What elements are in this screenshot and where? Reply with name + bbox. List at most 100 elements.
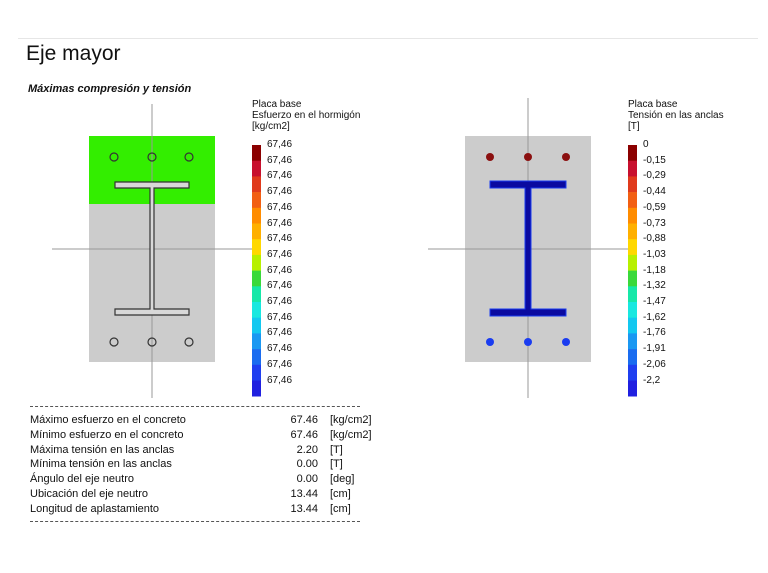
color-scale-swatch: [252, 333, 261, 350]
legend-value: -1,03: [643, 248, 666, 260]
color-scale-swatch: [252, 317, 261, 334]
anchor-bolt-tension: [486, 153, 494, 161]
anchor-bolt: [147, 337, 157, 347]
right-plate-group: [428, 98, 628, 398]
legend-value: -0,15: [643, 154, 666, 166]
anchor-bolt-tension: [524, 153, 532, 161]
legend-value: -0,59: [643, 201, 666, 213]
i-beam-outline-left: [114, 181, 190, 316]
legend-value: -2,2: [643, 374, 661, 386]
result-unit: [T]: [330, 458, 343, 471]
anchor-bolt-compression: [524, 338, 532, 346]
result-unit: [cm]: [330, 487, 351, 500]
legend-value: 67,46: [267, 154, 293, 166]
color-scale-swatch: [252, 207, 261, 224]
legend-value: 67,46: [267, 233, 293, 245]
anchor-bolt: [147, 152, 157, 162]
legend-value: 67,46: [267, 358, 293, 370]
left-plate-group: [52, 104, 252, 398]
color-scale-swatch: [628, 302, 637, 318]
legend-value: -1,18: [643, 264, 666, 276]
legend-line: [kg/cm2]: [252, 121, 290, 132]
result-label: Ubicación del eje neutro: [30, 487, 149, 500]
color-scale-swatch: [628, 270, 637, 287]
legend-value: 67,46: [267, 296, 293, 307]
color-scale-swatch: [628, 364, 637, 381]
table-row: Máximo esfuerzo en el concreto 67.46 [kg/c…: [30, 413, 372, 428]
color-scale-swatch: [252, 286, 261, 303]
color-scale-swatch: [628, 239, 637, 256]
anchor-bolt: [184, 152, 194, 162]
result-value: 0.00: [296, 473, 318, 486]
result-value: 2.20: [296, 443, 318, 456]
color-scale-swatch: [252, 380, 261, 397]
legend-value: 67,46: [267, 248, 293, 260]
legend-value: 67,46: [267, 201, 293, 213]
color-scale-swatch: [252, 223, 261, 240]
legend-line: Tensión en las anclas: [628, 110, 724, 121]
color-scale-swatch: [628, 380, 637, 397]
color-scale-swatch: [252, 145, 261, 161]
legend-value: -2,06: [643, 358, 666, 370]
color-scale-swatch: [628, 207, 637, 224]
color-scale-swatch: [252, 270, 261, 287]
legend-value: 67,46: [267, 217, 293, 229]
legend-value: 67,46: [267, 264, 293, 276]
legend-value: 67,46: [267, 170, 293, 182]
result-value: 13.44: [290, 502, 318, 515]
legend-value: -0,29: [643, 170, 666, 182]
color-scale-swatch: [628, 176, 637, 193]
legend-value: 67,46: [267, 311, 293, 323]
result-unit: [T]: [330, 443, 343, 456]
anchor-bolt-compression: [486, 338, 494, 346]
color-scale-swatch: [628, 254, 637, 271]
result-value: 67.46: [290, 428, 318, 441]
result-unit: [kg/cm2]: [330, 414, 372, 426]
result-value: 67.46: [290, 414, 318, 426]
top-divider: [18, 38, 758, 39]
color-scale-swatch: [628, 192, 637, 209]
color-scale-left: [252, 145, 261, 397]
color-scale-swatch: [252, 192, 261, 209]
legend-line: Placa base: [628, 99, 678, 110]
i-beam-right: [489, 180, 567, 317]
legend-value: -0,88: [643, 233, 666, 245]
anchor-bolt: [109, 152, 119, 162]
result-label: Mínimo esfuerzo en el concreto: [30, 428, 184, 441]
color-scale-swatch: [252, 364, 261, 381]
legend-value: 0: [643, 139, 649, 150]
color-scale-swatch: [252, 349, 261, 366]
legend-header-right: Placa base Tensión en las anclas [T]: [628, 99, 724, 132]
color-scale-swatch: [628, 317, 637, 334]
legend-value: 67,46: [267, 374, 293, 386]
anchor-bolt-tension: [562, 153, 570, 161]
anchor-bolt-compression: [562, 338, 570, 346]
dashed-divider-bottom: [30, 520, 360, 522]
legend-value: 67,46: [267, 139, 293, 150]
legend-header-left: Placa base Esfuerzo en el hormigón [kg/c…: [252, 99, 360, 132]
legend-line: [T]: [628, 121, 640, 132]
color-scale-swatch: [252, 160, 261, 177]
legend-value: -1,32: [643, 280, 666, 292]
color-scale-swatch: [628, 333, 637, 350]
legend-value: -1,62: [643, 311, 666, 323]
page-title: Eje mayor: [26, 42, 121, 65]
result-label: Máximo esfuerzo en el concreto: [30, 414, 186, 426]
legend-value: -0,73: [643, 217, 666, 229]
section-subtitle: Máximas compresión y tensión: [28, 83, 192, 95]
legend-value: 67,46: [267, 327, 293, 339]
result-value: 0.00: [296, 458, 318, 471]
legend-value: -1,91: [643, 343, 666, 355]
color-scale-swatch: [628, 160, 637, 177]
result-label: Longitud de aplastamiento: [30, 502, 160, 515]
legend-value: 67,46: [267, 280, 293, 292]
result-label: Mínima tensión en las anclas: [30, 458, 172, 471]
legend-value: -1,76: [643, 327, 666, 339]
color-scale-swatch: [252, 254, 261, 271]
